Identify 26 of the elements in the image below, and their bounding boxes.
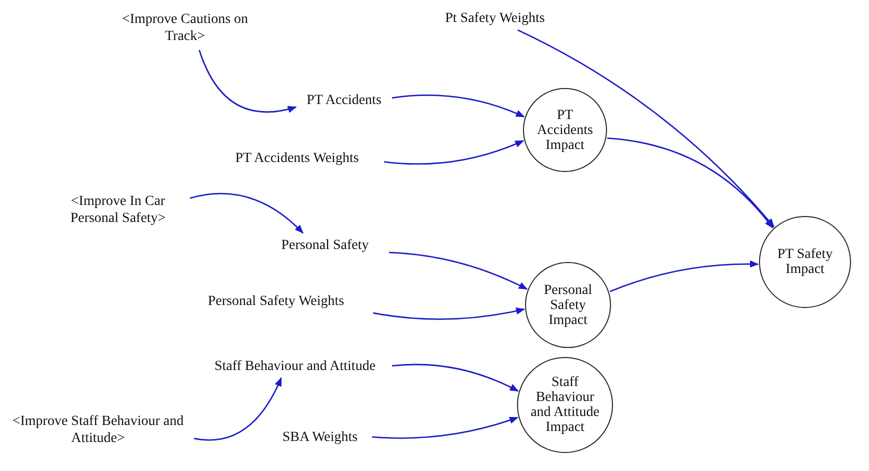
variable-label: <Improve Cautions on Track> xyxy=(110,8,260,48)
arrow xyxy=(384,140,524,165)
variable-label: Staff Behaviour and Attitude xyxy=(200,356,390,376)
arrow xyxy=(517,29,774,228)
variable-label: SBA Weights xyxy=(270,427,370,447)
arrow xyxy=(388,252,528,290)
arrow xyxy=(392,94,525,118)
variable-label: Personal Safety Weights xyxy=(180,291,372,311)
arrow xyxy=(372,416,518,439)
variable-label: <Improve In Car Personal Safety> xyxy=(48,190,188,230)
variable-label: Pt Safety Weights xyxy=(425,8,565,28)
variable-label: PT Accidents Weights xyxy=(212,148,382,168)
arrow xyxy=(610,260,759,292)
variable-label: PT Accidents Impact xyxy=(536,108,594,152)
arrow xyxy=(190,192,304,234)
arrow xyxy=(198,50,297,113)
variable-label: Staff Behaviour and Attitude Impact xyxy=(530,375,600,435)
variable-label: <Improve Staff Behaviour and Attitude> xyxy=(4,410,192,450)
variable-label: PT Safety Impact xyxy=(776,247,834,277)
arrow xyxy=(194,377,282,441)
arrow xyxy=(392,364,519,392)
arrow xyxy=(607,138,774,229)
variable-label: Personal Safety xyxy=(263,235,387,255)
variable-label: PT Accidents xyxy=(298,90,390,110)
variable-label: Personal Safety Impact xyxy=(542,282,594,328)
arrow xyxy=(373,307,526,320)
